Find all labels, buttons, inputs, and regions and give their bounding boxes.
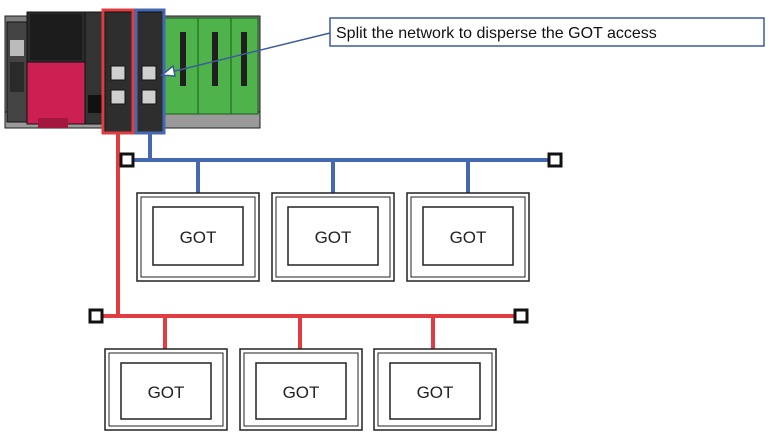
callout-pointer-line [166,32,331,74]
got-terminal: GOT [406,192,530,282]
got-label: GOT [315,228,352,247]
line-terminator-icon [513,308,529,324]
got-terminal: GOT [271,192,395,282]
got-label: GOT [283,383,320,402]
got-screen [422,206,514,266]
got-screen [389,362,481,420]
got-terminal: GOT [136,192,260,282]
got-label: GOT [450,228,487,247]
line-terminator-icon [119,152,135,168]
got-screen [120,362,212,420]
callout-box [329,17,765,47]
terminators [88,152,563,324]
got-label: GOT [180,228,217,247]
got-terminal: GOT [239,348,363,431]
got-terminal: GOT [104,348,228,431]
got-label: GOT [417,383,454,402]
network-b [126,132,555,193]
got-label: GOT [148,383,185,402]
line-terminator-icon [547,152,563,168]
callout-arrow-icon [160,64,176,77]
line-terminator-icon [88,308,104,324]
got-screen [152,206,244,266]
plc-rack-icon [4,8,261,135]
got-screen [255,362,347,420]
callout: Split the network to disperse the GOT ac… [160,17,765,77]
callout-text: Split the network to disperse the GOT ac… [336,25,657,42]
got-screen [287,206,379,266]
network-a [96,132,520,349]
got-terminal: GOT [373,348,497,431]
